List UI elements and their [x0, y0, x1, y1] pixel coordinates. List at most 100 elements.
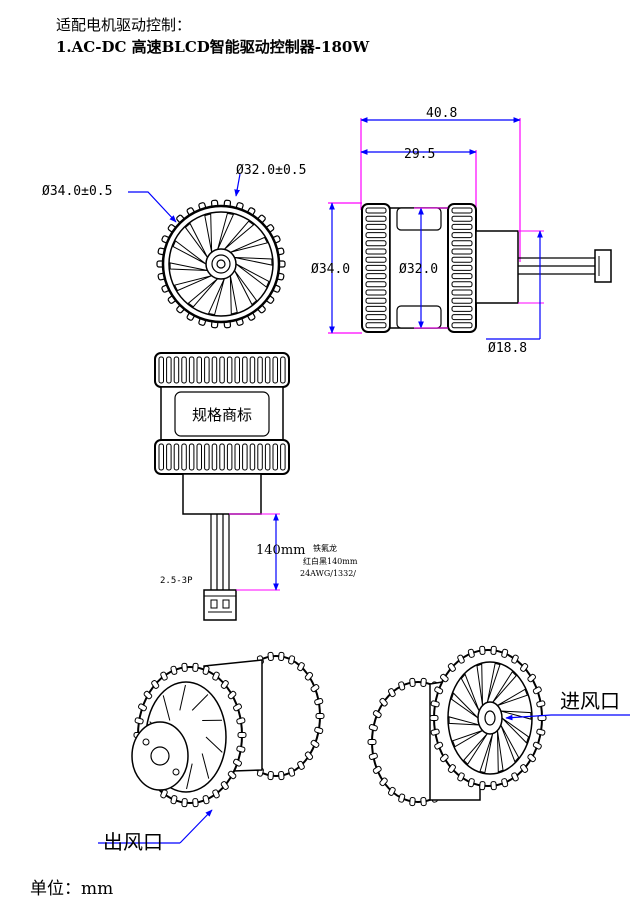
front-blade — [204, 213, 213, 253]
side-rib — [451, 256, 473, 263]
top-rib — [234, 443, 240, 471]
iso-inlet-front-rib — [479, 645, 486, 655]
iso-outlet-front-rib — [236, 717, 246, 725]
side-rib — [451, 289, 473, 296]
iso-inlet-blade — [501, 717, 530, 744]
side-rib — [365, 297, 387, 304]
iso-inlet-blade — [460, 673, 480, 712]
top-connector-pin-1 — [210, 599, 218, 609]
iso-outlet-vane — [186, 763, 193, 790]
side-rib — [365, 289, 387, 296]
side-rib — [365, 281, 387, 288]
iso-outlet-front-rib — [220, 781, 229, 790]
side-rib — [365, 273, 387, 280]
iso-outlet-front-rib — [151, 680, 160, 689]
iso-inlet-front-rib — [520, 764, 529, 773]
iso-outlet-front-rib — [237, 732, 247, 738]
iso-inlet-front-rib — [511, 654, 519, 664]
iso-inlet-rear-rib — [398, 681, 406, 691]
side-view: 40.8 29.5 Ø34.0 Ø32.0 — [311, 106, 612, 356]
front-blade — [230, 236, 269, 253]
top-rib — [188, 356, 195, 384]
iso-inlet-blade — [500, 724, 520, 763]
iso-inlet-front-rib — [520, 663, 529, 672]
top-rib — [257, 356, 263, 384]
side-rib — [365, 240, 387, 247]
iso-inlet-front-rib — [457, 772, 465, 782]
wire-note-line3: 24AWG/1332/ — [300, 569, 356, 578]
iso-outlet-screw-1 — [142, 738, 150, 746]
side-rib — [365, 232, 387, 239]
top-rib — [249, 443, 256, 471]
iso-outlet-motor-shaft — [150, 746, 170, 766]
iso-inlet-rear-rib — [379, 777, 388, 787]
iso-outlet-rear-rib — [278, 771, 285, 781]
iso-inlet-view: 进风口 — [367, 645, 630, 807]
side-rib — [365, 248, 387, 255]
side-rib — [451, 207, 473, 214]
front-blade — [184, 222, 208, 258]
top-rib — [181, 356, 187, 384]
iso-outlet-front-rib — [192, 662, 199, 672]
iso-inlet-front-rib — [467, 648, 475, 658]
front-blade — [169, 262, 208, 272]
iso-inlet-front-rib — [536, 728, 546, 736]
top-rib — [166, 443, 172, 471]
iso-outlet-vane — [191, 694, 209, 711]
iso-outlet-front-rib — [202, 665, 210, 675]
lead-length-label: 140mm — [256, 543, 305, 558]
iso-inlet-blade — [452, 730, 483, 748]
front-shaft — [216, 259, 226, 269]
outlet-leader — [179, 809, 213, 844]
wire-note-line2: 红白黑140mm — [303, 556, 358, 566]
side-rib — [451, 215, 473, 222]
iso-inlet-front-rib — [457, 654, 465, 664]
top-rib — [204, 356, 210, 384]
iso-inlet-blade — [476, 663, 484, 706]
side-top-slot — [396, 207, 442, 231]
iso-inlet-front-rib — [447, 663, 456, 672]
iso-outlet-rear-rib — [310, 684, 320, 693]
top-hub — [182, 473, 262, 515]
label-plate-text: 规格商标 — [192, 406, 252, 424]
iso-outlet-front-rib — [192, 798, 199, 808]
iso-outlet-front-rib — [233, 758, 242, 767]
iso-inlet-rear-rib — [409, 677, 416, 687]
top-rib — [181, 443, 187, 471]
outer-diameter-leader — [128, 191, 177, 223]
top-rib — [204, 443, 210, 471]
top-rib — [158, 356, 164, 384]
side-rib — [365, 215, 387, 222]
front-blade — [235, 263, 270, 288]
side-rib — [451, 314, 473, 321]
iso-outlet-rear-rib — [310, 739, 320, 748]
iso-inlet-rear-rib — [372, 765, 382, 774]
iso-outlet-front-rib — [212, 789, 220, 799]
iso-outlet-front-rib — [220, 680, 229, 689]
side-rib — [365, 207, 387, 214]
iso-outlet-rear-rib — [315, 713, 325, 719]
iso-outlet-rear-rib — [297, 760, 305, 770]
iso-inlet-front-rib — [467, 778, 475, 788]
top-rib — [264, 443, 271, 471]
iso-outlet-front-rib — [227, 770, 237, 780]
side-right-ribs — [451, 207, 473, 329]
iso-inlet-front-rib — [501, 778, 509, 788]
body-length-label: 29.5 — [404, 147, 435, 162]
iso-outlet-front-rib — [236, 745, 246, 753]
iso-outlet-vane — [162, 695, 171, 721]
side-rib — [451, 223, 473, 230]
iso-inlet-front-rib — [511, 772, 519, 782]
iso-outlet-rear-rib — [288, 767, 296, 777]
front-blade — [207, 278, 225, 316]
side-hub — [475, 230, 519, 304]
iso-inlet-rear-rib — [420, 797, 427, 807]
top-rib — [188, 443, 195, 471]
iso-inlet-shaft — [484, 710, 496, 726]
side-rib — [365, 305, 387, 312]
iso-inlet-front-rib — [527, 673, 537, 683]
iso-inlet-rear-rib — [367, 739, 377, 745]
iso-inlet-blade — [479, 733, 494, 774]
top-rib — [257, 443, 263, 471]
